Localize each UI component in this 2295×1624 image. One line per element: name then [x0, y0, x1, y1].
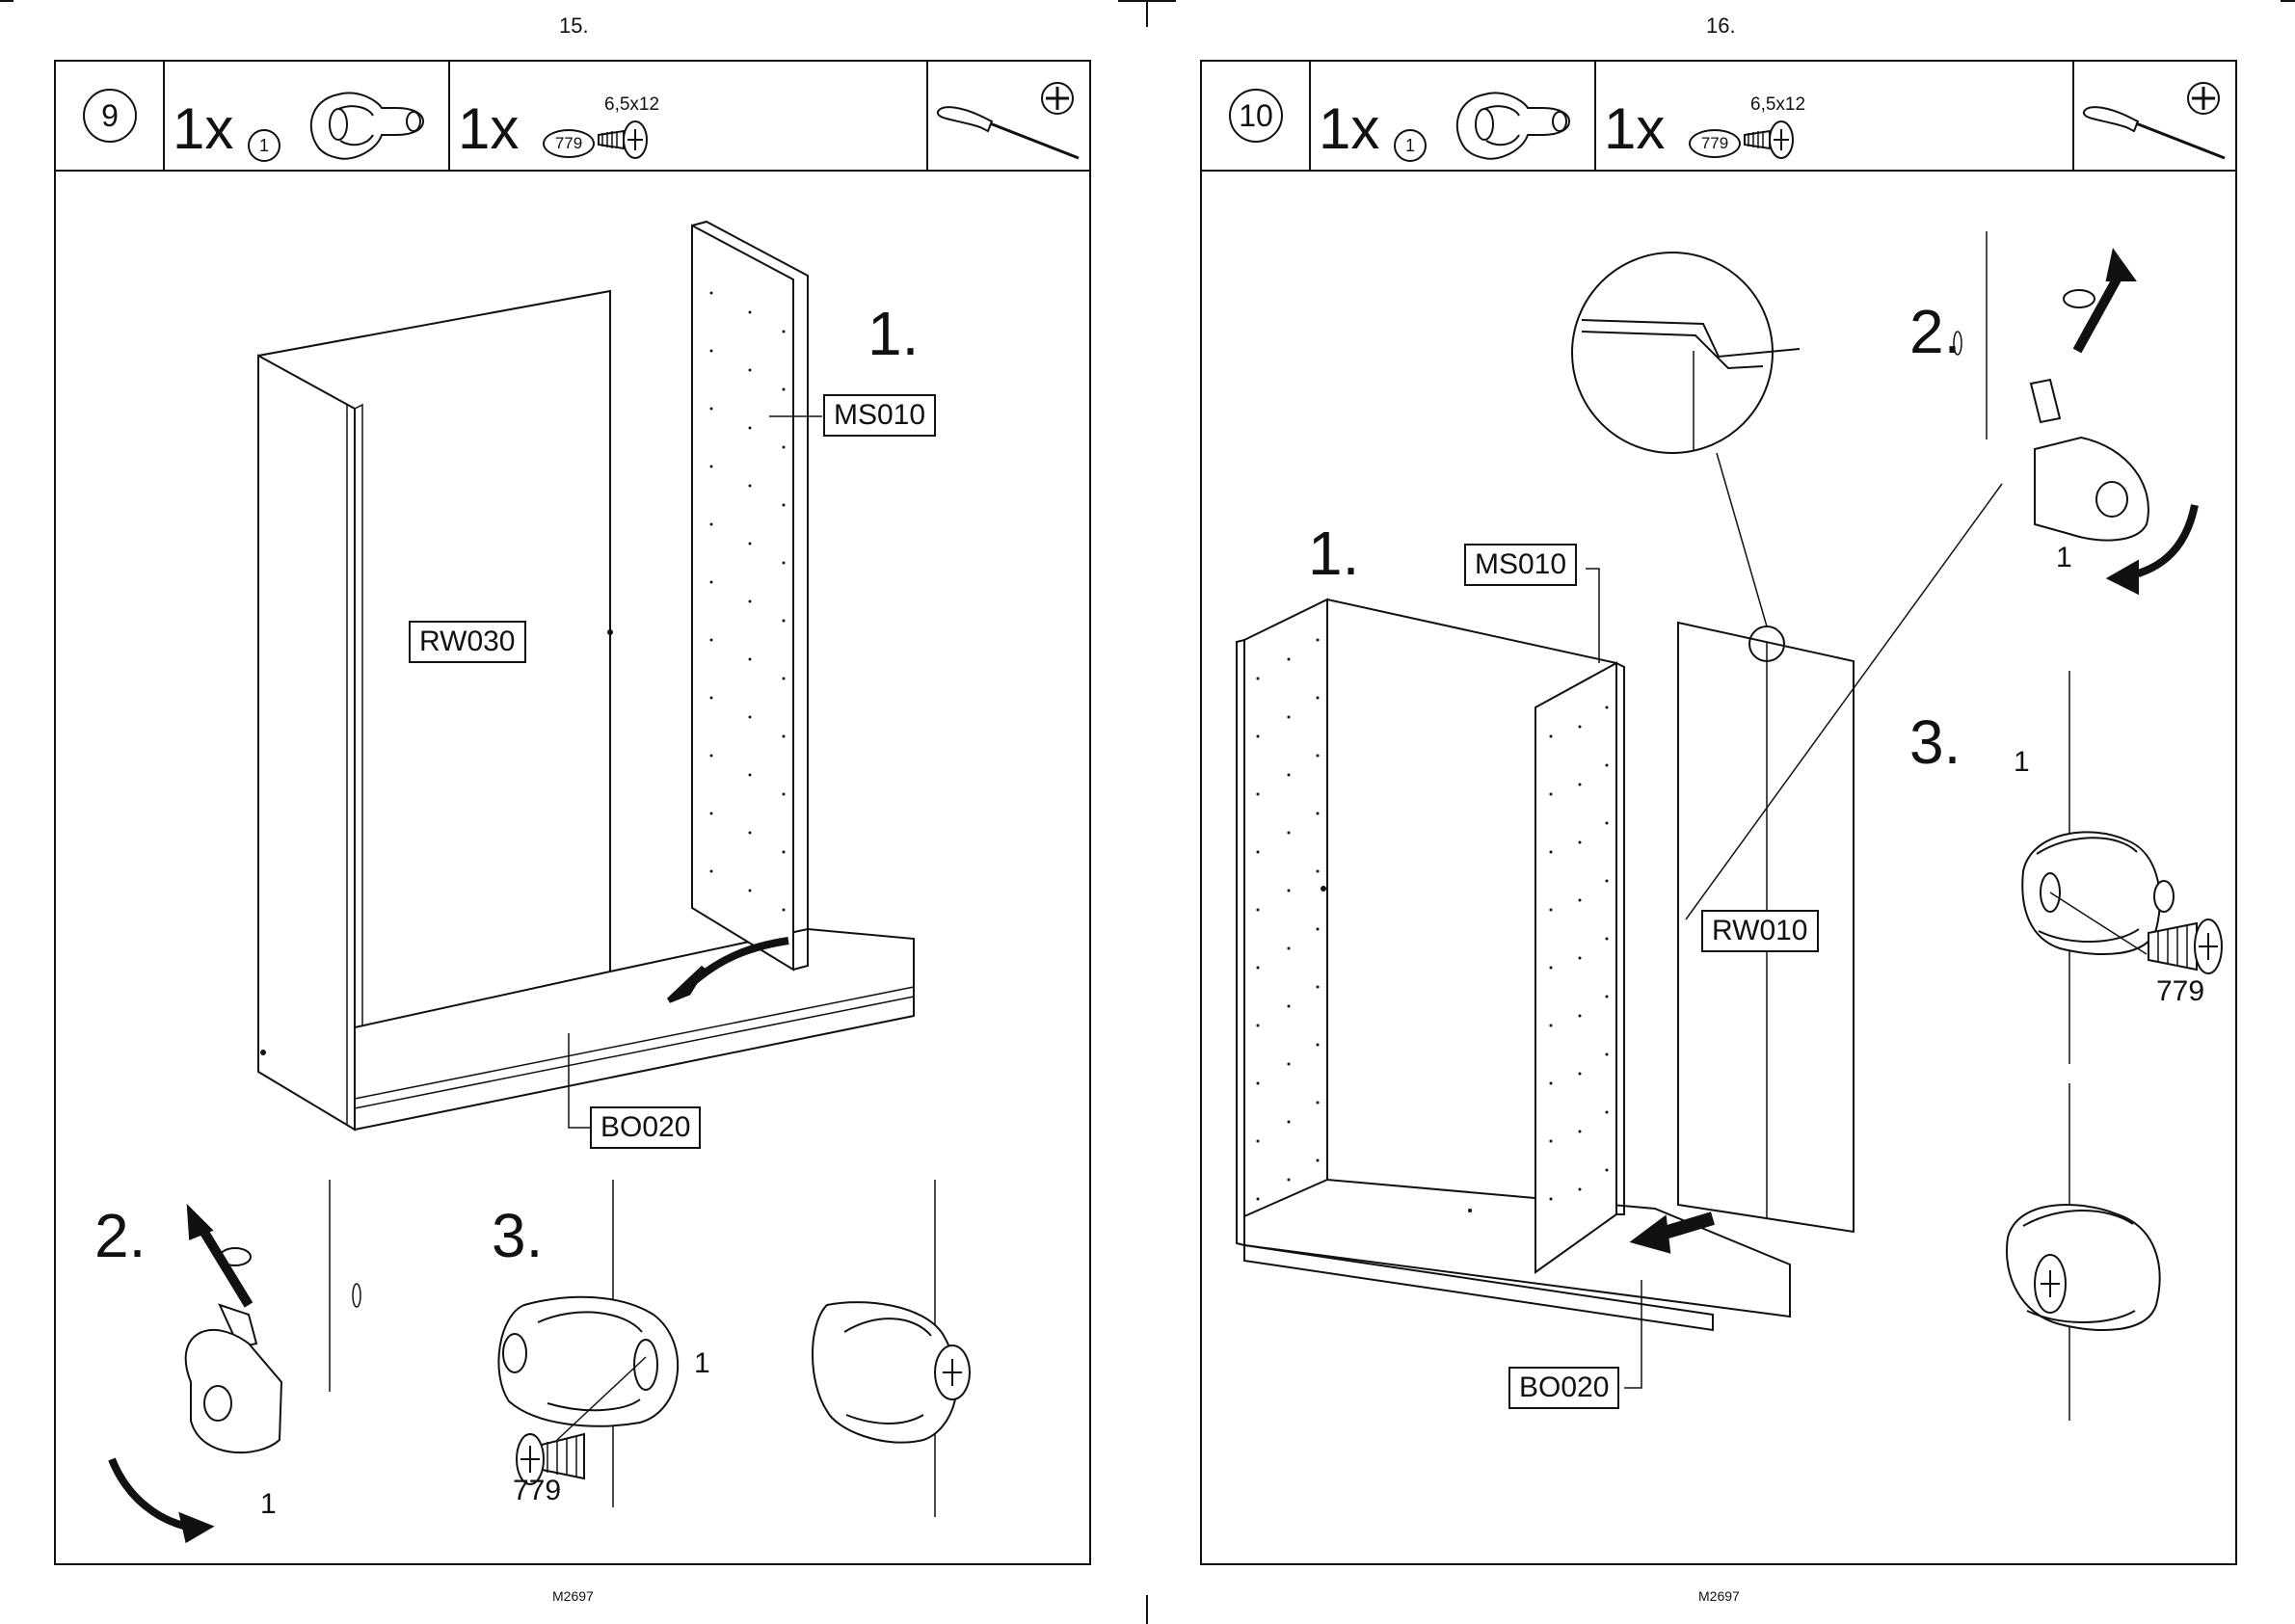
- panel-label-rw: RW010: [1701, 910, 1819, 952]
- footer-code: M2697: [552, 1588, 594, 1604]
- callout-screw: 779: [513, 1475, 561, 1507]
- callout-connector-b: 1: [2014, 746, 2030, 779]
- callout-connector: 1: [2056, 542, 2072, 574]
- panel-label-bo: BO020: [1508, 1367, 1619, 1409]
- crop-mark: [2281, 0, 2295, 2]
- assembly-drawing: [1202, 62, 2239, 1567]
- callout-connector-b: 1: [694, 1347, 710, 1380]
- panel-label-bo: BO020: [590, 1106, 701, 1149]
- sub-step-3: 3.: [492, 1205, 543, 1266]
- sub-step-2: 2.: [1909, 301, 1961, 362]
- crop-mark: [0, 0, 13, 2]
- page-number: 15.: [559, 13, 589, 39]
- instruction-panel-step-10: 10 1x 1 1x 779 6,5x12: [1200, 60, 2237, 1565]
- panel-label-ms: MS010: [823, 394, 936, 437]
- crop-mark: [1146, 1595, 1148, 1624]
- callout-connector: 1: [260, 1488, 277, 1521]
- panel-label-ms: MS010: [1464, 544, 1577, 586]
- instruction-panel-step-9: 9 1x 1 1x 779 6,5x12: [54, 60, 1091, 1565]
- sub-step-1: 1.: [867, 303, 919, 364]
- sub-step-3: 3.: [1909, 711, 1961, 773]
- assembly-drawing: [56, 62, 1093, 1567]
- page-number: 16.: [1706, 13, 1736, 39]
- crop-mark: [1146, 0, 1148, 27]
- footer-code: M2697: [1698, 1588, 1740, 1604]
- callout-screw: 779: [2156, 975, 2204, 1008]
- sub-step-2: 2.: [94, 1205, 146, 1266]
- sub-step-1: 1.: [1308, 522, 1359, 584]
- panel-label-rw: RW030: [409, 621, 526, 663]
